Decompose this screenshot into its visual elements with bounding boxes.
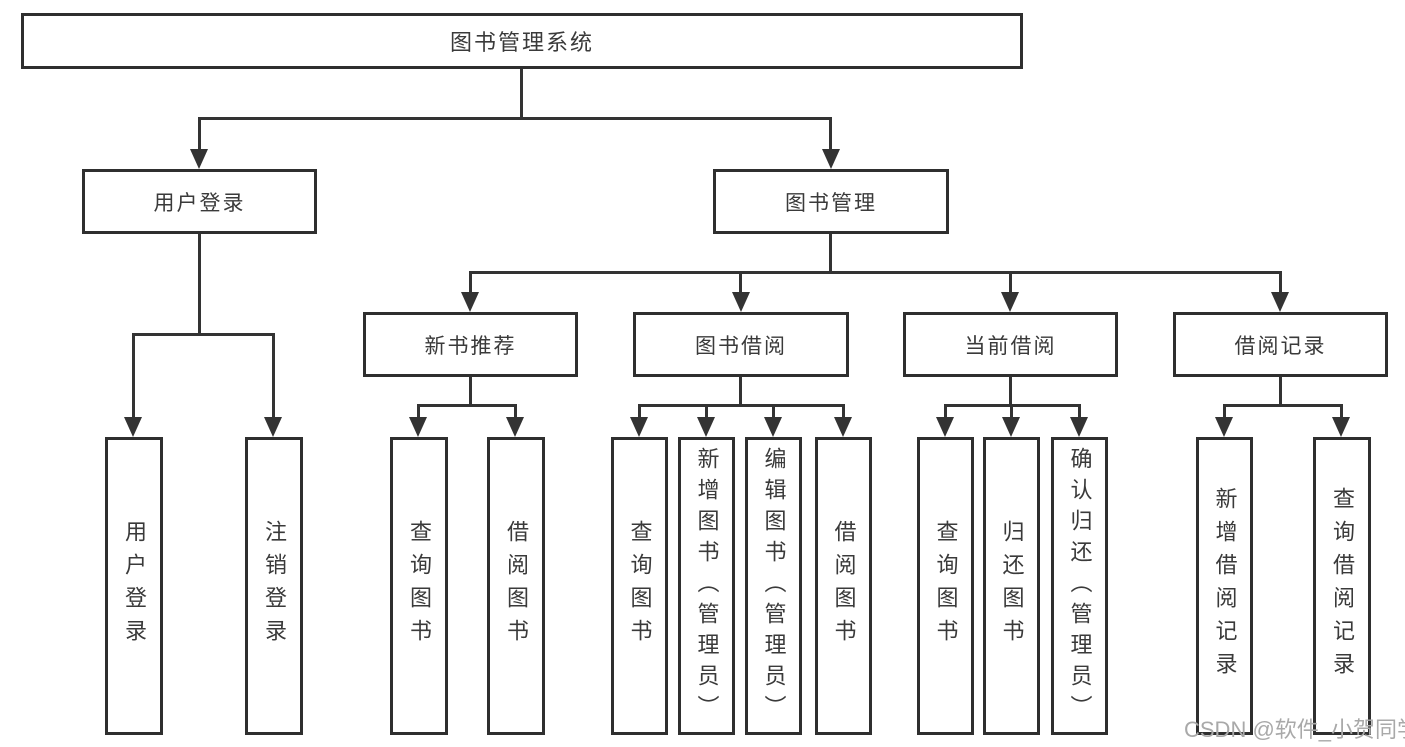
node-root-label: 图书管理系统 <box>449 30 594 55</box>
connector-new-book-rec-stem <box>469 377 472 406</box>
connector-leaf-query-book-current-drop <box>944 405 947 418</box>
node-new-book-rec: 新书推荐 <box>363 312 578 377</box>
arrowhead-leaf-borrow-book-rec <box>506 417 524 437</box>
arrowhead-leaf-add-book <box>697 417 715 437</box>
connector-borrow-records-branch <box>1223 404 1343 407</box>
arrowhead-leaf-add-record <box>1215 417 1233 437</box>
leaf-borrow-book-rec-label: 借阅图书 <box>504 520 529 652</box>
connector-leaf-query-book-borrow-drop <box>638 405 641 418</box>
connector-book-borrow-drop <box>739 272 742 293</box>
leaf-logout-label: 注销登录 <box>262 520 287 652</box>
connector-book-borrow-branch <box>638 404 845 407</box>
arrowhead-user-login <box>190 149 208 169</box>
arrowhead-new-book-rec <box>461 292 479 312</box>
node-current-borrow: 当前借阅 <box>903 312 1118 377</box>
connector-user-login-stem <box>198 234 201 335</box>
node-book-mgmt-label: 图书管理 <box>785 191 877 215</box>
connector-leaf-query-record-drop <box>1340 405 1343 418</box>
arrowhead-book-borrow <box>732 292 750 312</box>
leaf-edit-book: 编辑图书（管理员） <box>745 437 802 735</box>
leaf-query-book-borrow-label: 查询图书 <box>627 520 653 652</box>
leaf-return-book-label: 归还图书 <box>999 520 1025 652</box>
connector-leaf-borrow-book-drop <box>842 405 845 418</box>
leaf-query-book-current-label: 查询图书 <box>933 520 959 652</box>
arrowhead-leaf-borrow-book <box>834 417 852 437</box>
leaf-query-book-borrow: 查询图书 <box>611 437 668 735</box>
arrowhead-leaf-query-book-borrow <box>630 417 648 437</box>
arrowhead-current-borrow <box>1001 292 1019 312</box>
leaf-query-record: 查询借阅记录 <box>1313 437 1371 735</box>
connector-leaf-return-book-drop <box>1010 405 1013 418</box>
arrowhead-leaf-user-login <box>124 417 142 437</box>
connector-new-book-rec-drop <box>469 272 472 293</box>
leaf-user-login-label: 用户登录 <box>122 520 147 652</box>
node-book-borrow: 图书借阅 <box>633 312 849 377</box>
connector-user-login-drop <box>198 118 201 150</box>
connector-book-mgmt-stem <box>829 234 832 273</box>
arrowhead-book-mgmt <box>822 149 840 169</box>
leaf-add-record: 新增借阅记录 <box>1196 437 1253 735</box>
leaf-query-record-label: 查询借阅记录 <box>1330 487 1355 685</box>
leaf-borrow-book-rec: 借阅图书 <box>487 437 545 735</box>
connector-leaf-add-record-drop <box>1223 405 1226 418</box>
leaf-query-book-rec: 查询图书 <box>390 437 448 735</box>
leaf-user-login: 用户登录 <box>105 437 163 735</box>
arrowhead-leaf-edit-book <box>764 417 782 437</box>
node-user-login: 用户登录 <box>82 169 317 234</box>
connector-book-mgmt-drop <box>829 118 832 150</box>
connector-user-login-branch <box>132 333 275 336</box>
leaf-borrow-book-label: 借阅图书 <box>831 520 857 652</box>
arrowhead-leaf-logout <box>264 417 282 437</box>
connector-root-branch <box>198 117 832 120</box>
connector-current-borrow-drop <box>1009 272 1012 293</box>
connector-book-mgmt-branch <box>469 271 1282 274</box>
watermark: CSDN @软件_小贺同学 <box>1184 717 1405 742</box>
node-root: 图书管理系统 <box>21 13 1023 69</box>
arrowhead-leaf-query-record <box>1332 417 1350 437</box>
leaf-return-book: 归还图书 <box>983 437 1040 735</box>
connector-leaf-edit-book-drop <box>772 405 775 418</box>
leaf-query-book-rec-label: 查询图书 <box>407 520 432 652</box>
connector-leaf-query-book-rec-drop <box>417 405 420 418</box>
leaf-add-book: 新增图书（管理员） <box>678 437 735 735</box>
connector-current-borrow-stem <box>1009 377 1012 406</box>
node-user-login-label: 用户登录 <box>153 191 246 215</box>
node-current-borrow-label: 当前借阅 <box>964 334 1057 358</box>
node-borrow-records-label: 借阅记录 <box>1234 334 1327 358</box>
node-book-borrow-label: 图书借阅 <box>695 334 787 358</box>
connector-leaf-borrow-book-rec-drop <box>514 405 517 418</box>
connector-borrow-records-drop <box>1279 272 1282 293</box>
arrowhead-leaf-query-book-rec <box>409 417 427 437</box>
connector-book-borrow-stem <box>739 377 742 406</box>
leaf-confirm-return-label: 确认归还（管理员） <box>1067 446 1093 726</box>
arrowhead-leaf-confirm-return <box>1070 417 1088 437</box>
connector-root-stem <box>520 69 523 119</box>
connector-borrow-records-stem <box>1279 377 1282 406</box>
node-book-mgmt: 图书管理 <box>713 169 949 234</box>
leaf-add-book-label: 新增图书（管理员） <box>694 446 720 726</box>
leaf-logout: 注销登录 <box>245 437 303 735</box>
leaf-confirm-return: 确认归还（管理员） <box>1051 437 1108 735</box>
connector-leaf-add-book-drop <box>705 405 708 418</box>
connector-leaf-confirm-return-drop <box>1078 405 1081 418</box>
arrowhead-leaf-query-book-current <box>936 417 954 437</box>
connector-leaf-logout-drop <box>272 334 275 418</box>
arrowhead-leaf-return-book <box>1002 417 1020 437</box>
node-borrow-records: 借阅记录 <box>1173 312 1388 377</box>
leaf-borrow-book: 借阅图书 <box>815 437 872 735</box>
connector-leaf-user-login-drop <box>132 334 135 418</box>
connector-new-book-rec-branch <box>417 404 517 407</box>
node-new-book-rec-label: 新书推荐 <box>424 334 517 358</box>
leaf-add-record-label: 新增借阅记录 <box>1212 487 1238 685</box>
arrowhead-borrow-records <box>1271 292 1289 312</box>
leaf-edit-book-label: 编辑图书（管理员） <box>761 446 787 726</box>
leaf-query-book-current: 查询图书 <box>917 437 974 735</box>
